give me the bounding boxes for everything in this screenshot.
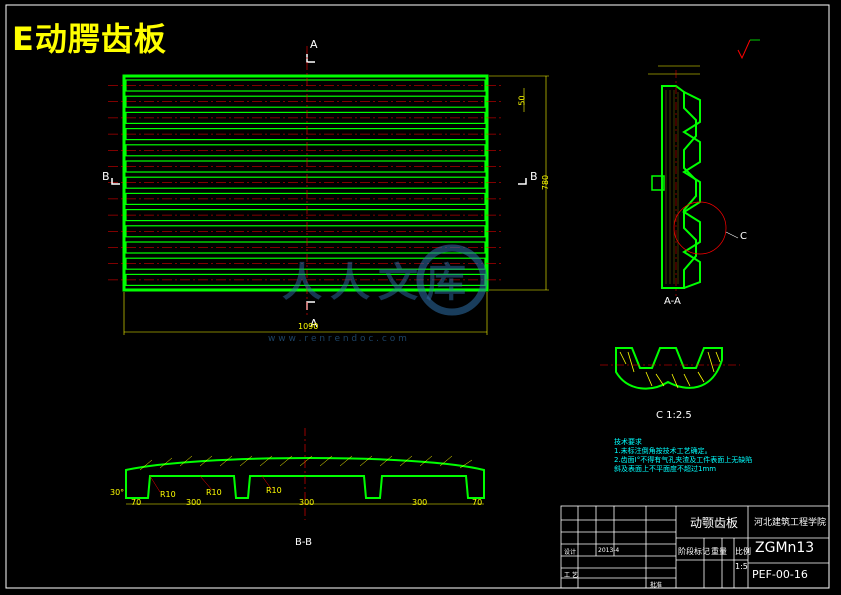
roughness-symbol bbox=[737, 39, 751, 60]
tb-approved-label: 批准 bbox=[650, 582, 663, 589]
watermark-brand: 人人文库 bbox=[282, 260, 474, 306]
watermark-ring bbox=[416, 244, 488, 316]
dim-width: 1090 bbox=[298, 322, 319, 331]
watermark-url: w w w . r e n r e n d o c . c o m bbox=[268, 334, 407, 344]
side-view-aa bbox=[648, 65, 739, 296]
notes-line-1: 1.未标注倒角按技术工艺确定。 bbox=[614, 447, 712, 455]
bottom-radius-3: R10 bbox=[266, 486, 282, 495]
tb-date: 2013-4 bbox=[598, 547, 620, 554]
center-lines bbox=[108, 85, 502, 281]
view-label-bb: B-B bbox=[295, 537, 312, 548]
side-hatch bbox=[665, 90, 679, 284]
bottom-dim-1: 300 bbox=[186, 498, 202, 507]
detail-c-hatch bbox=[619, 351, 721, 389]
section-a-top-arrow bbox=[306, 54, 315, 63]
bottom-dim-left: 70 bbox=[131, 498, 142, 507]
tooth-bar bbox=[125, 209, 486, 222]
tb-ratio: 比例 bbox=[735, 547, 751, 556]
side-profile bbox=[661, 85, 697, 289]
bottom-dim-right: 70 bbox=[472, 498, 483, 507]
section-a-top-label: A bbox=[310, 38, 318, 51]
notes-heading: 技术要求 bbox=[614, 438, 642, 446]
tooth-bar bbox=[125, 176, 486, 189]
tooth-bar bbox=[125, 192, 486, 205]
detail-c-profile bbox=[615, 347, 723, 390]
dim-height: 780 bbox=[541, 174, 551, 191]
drawing-frame bbox=[5, 4, 830, 589]
tooth-bar bbox=[125, 128, 486, 141]
section-b-right-label: B bbox=[530, 170, 538, 183]
front-outline bbox=[122, 74, 489, 292]
side-teeth-outline bbox=[682, 91, 701, 289]
bottom-view-bb bbox=[125, 428, 485, 520]
tb-designer-label: 设计 bbox=[564, 549, 577, 556]
tooth-bar bbox=[125, 144, 486, 157]
tb-process-label: 工 艺 bbox=[564, 572, 578, 579]
section-b-right-arrow bbox=[518, 178, 527, 185]
bottom-radius-2: R10 bbox=[206, 488, 222, 497]
notes-line-2: 2.齿面Ⅰ°不得有气孔夹渣及工件表面上无缺陷 bbox=[614, 456, 753, 464]
bottom-leader-1 bbox=[149, 475, 161, 493]
section-b-left-label: B bbox=[102, 170, 110, 183]
dim-pitch: 50 bbox=[517, 95, 527, 106]
bottom-dim-2: 300 bbox=[299, 498, 315, 507]
tooth-bar bbox=[125, 225, 486, 238]
bottom-leader-2 bbox=[199, 475, 213, 491]
bottom-leader-3 bbox=[261, 475, 273, 491]
tb-material: ZGMn13 bbox=[755, 540, 815, 556]
front-view bbox=[108, 46, 549, 335]
side-boss bbox=[651, 175, 665, 191]
detail-c-leader bbox=[725, 231, 739, 239]
tooth-bar bbox=[125, 95, 486, 108]
tooth-bar bbox=[125, 111, 486, 125]
tb-school: 河北建筑工程学院 bbox=[754, 518, 827, 528]
bottom-dim-3: 300 bbox=[412, 498, 428, 507]
tb-scale: 1:5 bbox=[735, 562, 748, 571]
title-block bbox=[560, 505, 830, 589]
detail-c-circle bbox=[673, 201, 727, 255]
watermark bbox=[416, 244, 488, 316]
section-a-bottom-label: A bbox=[310, 317, 318, 330]
tb-weight: 重量 bbox=[711, 547, 727, 556]
bottom-angle: 30° bbox=[110, 488, 125, 497]
view-label-aa: A-A bbox=[664, 296, 681, 307]
notes-line-3: 斜及表面上不平面度不超过1mm bbox=[614, 465, 717, 473]
drawing-title: E动腭齿板 bbox=[12, 20, 167, 58]
bottom-radius-1: R10 bbox=[160, 490, 176, 499]
tb-drawing-no: PEF-00-16 bbox=[752, 568, 808, 581]
detail-c-callout: C bbox=[740, 231, 747, 242]
view-label-detail-c: C 1:2.5 bbox=[656, 410, 692, 421]
tb-stage-marks: 阶段标记 bbox=[678, 547, 710, 556]
title-block-frame bbox=[560, 505, 830, 589]
tooth-bar bbox=[125, 160, 486, 173]
detail-c-view bbox=[600, 347, 740, 390]
tooth-bar bbox=[125, 79, 486, 92]
bottom-profile bbox=[125, 457, 485, 499]
section-b-left-arrow bbox=[111, 178, 120, 185]
tb-part-name: 动颚齿板 bbox=[690, 516, 739, 530]
bottom-hatch bbox=[139, 455, 473, 471]
